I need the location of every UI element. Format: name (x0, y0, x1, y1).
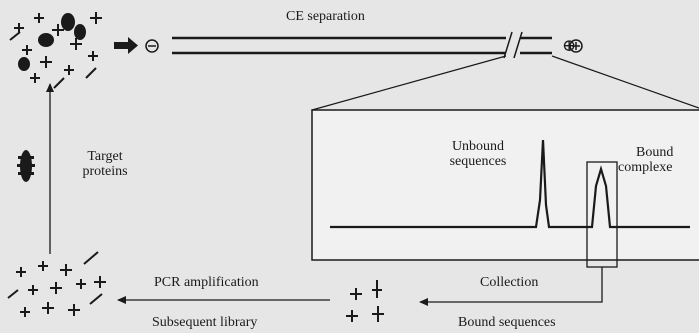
positive-electrode-icon (569, 39, 583, 53)
library-cluster-top (9, 12, 102, 89)
subsequent-library-label: Subsequent library (152, 315, 258, 330)
target-line-1: Target (87, 149, 123, 164)
target-proteins-label: Target proteins (70, 149, 140, 179)
ce-separation-label: CE separation (286, 9, 365, 24)
unbound-line-1: Unbound (451, 139, 505, 154)
bound-sequences-cluster (346, 280, 384, 322)
negative-electrode-icon (145, 39, 159, 53)
protein-icon (17, 150, 35, 182)
positive-electrode-symbol: ⊕ (562, 36, 577, 55)
library-cluster-bottom (7, 251, 106, 317)
collection-arrow (419, 298, 603, 306)
electropherogram-trace (330, 139, 690, 229)
zoom-wedge (311, 55, 699, 111)
target-line-2: proteins (82, 163, 128, 179)
bound-sequences-label: Bound sequences (458, 315, 556, 330)
bound-complexes-label: Bound complexe (618, 145, 674, 175)
ce-capillary (172, 31, 552, 59)
electropherogram-inset (311, 109, 699, 261)
injection-arrow (114, 37, 138, 54)
collection-label: Collection (480, 275, 539, 290)
pcr-amplification-label: PCR amplification (154, 275, 259, 290)
unbound-line-2: sequences (449, 153, 507, 169)
unbound-sequences-label: Unbound sequences (438, 139, 518, 169)
bound-line-2: complexe (618, 159, 673, 175)
bound-line-1: Bound (636, 145, 674, 160)
